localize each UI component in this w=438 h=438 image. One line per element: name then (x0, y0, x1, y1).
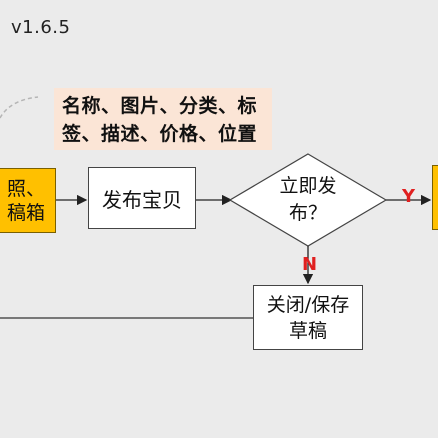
dashed-curve-connector (0, 96, 39, 119)
version-label: v1.6.5 (11, 17, 71, 38)
decision-line-2: 布？ (288, 202, 327, 224)
drafts-box-line-1: 照、 (6, 177, 45, 200)
no-label: N (302, 254, 318, 275)
drafts-box-line-2: 稿箱 (6, 201, 45, 224)
note-line-1: 名称、图片、分类、标 (62, 95, 258, 117)
decision-label: 立即发 布？ (248, 173, 368, 227)
note-text: 名称、图片、分类、标 签、描述、价格、位置 (62, 92, 272, 148)
decision-line-1: 立即发 (279, 175, 337, 197)
note-line-2: 签、描述、价格、位置 (62, 123, 258, 145)
close-save-draft-box: 关闭/保存 草稿 (253, 285, 363, 350)
close-box-line-2: 草稿 (288, 319, 327, 342)
drafts-box: 照、 稿箱 (0, 168, 56, 233)
note-box (54, 88, 272, 150)
publish-item-box: 发布宝贝 (88, 167, 196, 229)
close-box-line-1: 关闭/保存 (266, 293, 350, 316)
published-box (432, 165, 438, 230)
yes-label: Y (402, 186, 416, 207)
